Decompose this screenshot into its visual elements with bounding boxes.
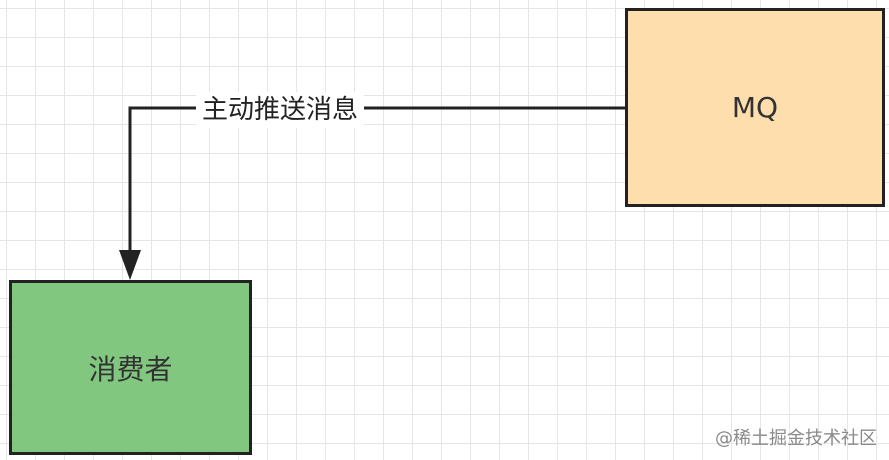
mq-node-label: MQ (731, 91, 779, 124)
connector-arrowhead (119, 250, 141, 280)
watermark: @稀土掘金技术社区 (715, 428, 877, 449)
consumer-node-label: 消费者 (88, 352, 173, 386)
connector-line (128, 106, 625, 258)
mq-node: MQ (625, 8, 885, 207)
edge-label: 主动推送消息 (196, 92, 365, 128)
consumer-node: 消费者 (9, 280, 252, 455)
